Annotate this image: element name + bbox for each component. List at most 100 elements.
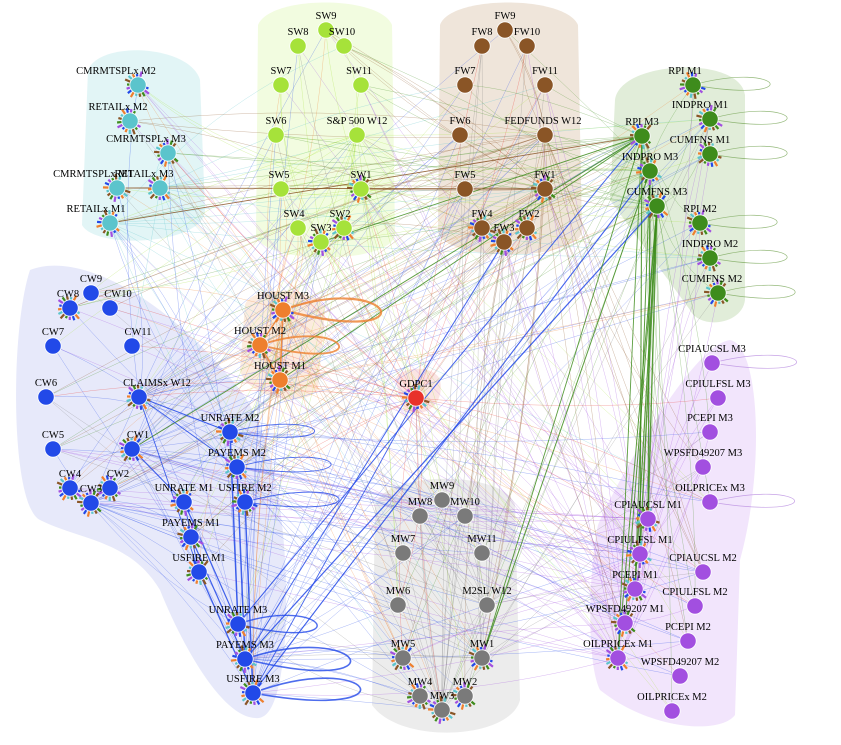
node-houst-m1[interactable] [265, 365, 291, 394]
node-rpi-m2[interactable] [686, 209, 712, 236]
node-circle[interactable] [182, 528, 200, 546]
node-indpro-m2[interactable] [696, 245, 721, 272]
node-mw8[interactable] [411, 507, 429, 525]
node-unrate-m1[interactable] [170, 488, 194, 517]
node-cumfns-m3[interactable] [643, 192, 669, 219]
node-pcepi-m1[interactable] [621, 575, 647, 602]
node-circle[interactable] [495, 233, 513, 251]
node-circle[interactable] [101, 299, 119, 317]
node-circle[interactable] [267, 126, 285, 144]
node-circle[interactable] [663, 702, 681, 720]
node-claimsx-w12[interactable] [126, 384, 151, 410]
node-sw11[interactable] [352, 76, 370, 94]
node-circle[interactable] [536, 126, 554, 144]
node-circle[interactable] [701, 423, 719, 441]
node-circle[interactable] [175, 493, 193, 511]
node-circle[interactable] [229, 615, 247, 633]
node-circle[interactable] [473, 37, 491, 55]
node-circle[interactable] [473, 544, 491, 562]
node-sw2[interactable] [331, 215, 355, 241]
node-circle[interactable] [190, 563, 208, 581]
node-houst-m3[interactable] [269, 296, 295, 323]
node-circle[interactable] [433, 701, 451, 719]
node-indpro-m3[interactable] [635, 157, 662, 186]
node-payems-m3[interactable] [230, 645, 257, 674]
node-oilpricex-m1[interactable] [605, 645, 629, 671]
node-circle[interactable] [272, 76, 290, 94]
node-sw7[interactable] [272, 76, 290, 94]
node-mw1[interactable] [468, 644, 494, 671]
node-circle[interactable] [236, 650, 254, 668]
node-circle[interactable] [123, 440, 141, 458]
node-circle[interactable] [456, 76, 474, 94]
node-circle[interactable] [691, 214, 709, 232]
node-cpiaucsl-m2[interactable] [694, 563, 712, 581]
node-cmrmtsplx-m3[interactable] [153, 138, 179, 167]
node-circle[interactable] [478, 596, 496, 614]
node-fedfunds-w12[interactable] [536, 126, 554, 144]
node-fw9[interactable] [496, 21, 514, 39]
node-mw10[interactable] [456, 507, 474, 525]
node-circle[interactable] [394, 544, 412, 562]
node-circle[interactable] [609, 649, 627, 667]
node-sw9[interactable] [317, 21, 335, 39]
node-m2sl-w12[interactable] [478, 596, 496, 614]
node-cw1[interactable] [118, 435, 144, 462]
node-circle[interactable] [686, 597, 704, 615]
node-circle[interactable] [272, 180, 290, 198]
node-wpsfd49207-m3[interactable] [694, 458, 712, 476]
node-cw6[interactable] [37, 388, 55, 406]
node-circle[interactable] [633, 127, 651, 145]
node-circle[interactable] [631, 545, 649, 563]
node-fw2[interactable] [514, 215, 538, 241]
node-mw3[interactable] [427, 695, 456, 724]
node-cpiaucsl-m1[interactable] [635, 506, 660, 532]
node-circle[interactable] [352, 76, 370, 94]
node-circle[interactable] [684, 76, 702, 94]
node-circle[interactable] [496, 21, 514, 39]
node-mw6[interactable] [389, 596, 407, 614]
node-circle[interactable] [129, 76, 147, 94]
node-circle[interactable] [648, 197, 666, 215]
node-cw2[interactable] [96, 475, 121, 502]
node-cw8[interactable] [57, 295, 81, 321]
node-cpiaucsl-m3[interactable] [703, 354, 721, 372]
node-circle[interactable] [274, 301, 292, 319]
node-circle[interactable] [473, 219, 491, 237]
node-unrate-m3[interactable] [225, 611, 250, 637]
node-unrate-m2[interactable] [215, 417, 244, 446]
node-fw6[interactable] [451, 126, 469, 144]
node-retailx-m3[interactable] [147, 175, 171, 201]
node-circle[interactable] [101, 479, 119, 497]
node-circle[interactable] [44, 337, 62, 355]
node-circle[interactable] [312, 233, 330, 251]
node-sw10[interactable] [335, 37, 353, 55]
node-circle[interactable] [709, 389, 727, 407]
node-wpsfd49207-m1[interactable] [610, 608, 636, 637]
node-circle[interactable] [121, 112, 139, 130]
node-cpiulfsl-m1[interactable] [625, 540, 652, 569]
node-cmrmtsplx-m2[interactable] [124, 71, 150, 98]
node-cw7[interactable] [44, 337, 62, 355]
node-mw4[interactable] [406, 683, 431, 710]
node-cpiulfsl-m2[interactable] [686, 597, 704, 615]
node-mw9[interactable] [433, 491, 451, 509]
node-circle[interactable] [335, 37, 353, 55]
node-circle[interactable] [694, 458, 712, 476]
node-indpro-m1[interactable] [696, 104, 723, 133]
node-fw8[interactable] [473, 37, 491, 55]
node-houst-m2[interactable] [246, 332, 271, 359]
node-cw9[interactable] [82, 284, 100, 302]
node-fw10[interactable] [518, 37, 536, 55]
node-circle[interactable] [536, 180, 554, 198]
node-circle[interactable] [394, 649, 412, 667]
node-pcepi-m2[interactable] [679, 632, 697, 650]
node-oilpricex-m3[interactable] [701, 493, 719, 511]
node-circle[interactable] [701, 110, 719, 128]
node-circle[interactable] [37, 388, 55, 406]
node-circle[interactable] [518, 219, 536, 237]
node-circle[interactable] [411, 687, 429, 705]
node-cumfns-m2[interactable] [703, 278, 729, 307]
node-circle[interactable] [641, 162, 659, 180]
node-cw10[interactable] [101, 299, 119, 317]
